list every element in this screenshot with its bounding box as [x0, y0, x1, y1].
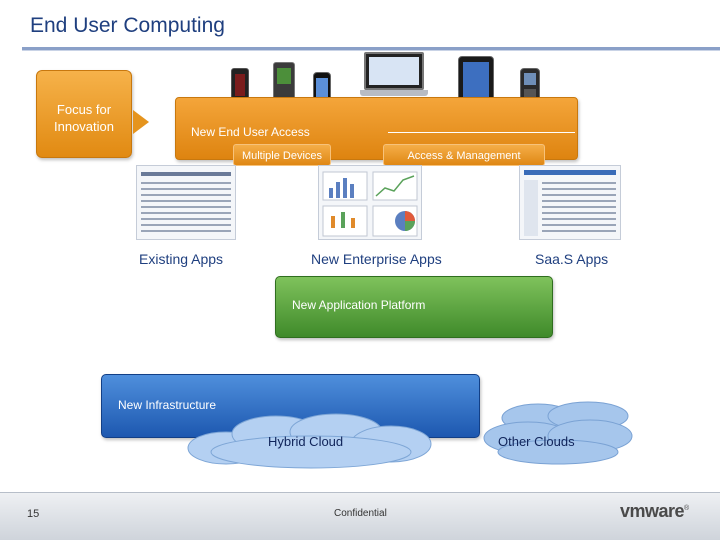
- title-divider: [22, 47, 720, 50]
- infrastructure-label: New Infrastructure: [118, 398, 217, 412]
- hybrid-cloud-icon: [187, 413, 432, 469]
- enterprise-apps-screenshot: [318, 165, 422, 240]
- focus-for-innovation-box: Focus for Innovation: [36, 70, 132, 158]
- end-user-access-label: New End User Access: [191, 125, 310, 139]
- smartphone-device-icon: [273, 62, 295, 102]
- focus-label: Focus for Innovation: [54, 102, 114, 134]
- confidential-label: Confidential: [334, 508, 387, 519]
- enterprise-apps-label: New Enterprise Apps: [311, 251, 442, 267]
- saas-apps-label: Saa.S Apps: [535, 251, 609, 267]
- vmware-logo: vmware®: [620, 501, 689, 521]
- access-divider-line: [388, 132, 575, 133]
- multiple-devices-label: Multiple Devices: [241, 150, 323, 162]
- enterprise-charts-icon: [322, 171, 418, 237]
- hybrid-cloud-label: Hybrid Cloud: [268, 434, 344, 449]
- existing-apps-screenshot: [136, 165, 236, 240]
- right-arrow-icon: [133, 110, 149, 134]
- slide-footer: [0, 492, 720, 540]
- title-divider-light: [22, 50, 720, 51]
- other-clouds-icon: [483, 401, 633, 465]
- existing-apps-label: Existing Apps: [139, 251, 224, 267]
- other-clouds-label: Other Clouds: [498, 434, 575, 449]
- access-management-label: Access & Management: [407, 150, 521, 162]
- platform-label: New Application Platform: [292, 298, 426, 312]
- tablet-device-icon: [458, 56, 494, 104]
- page-title: End User Computing: [30, 14, 225, 37]
- laptop-device-icon: [360, 52, 428, 98]
- multiple-devices-pill: Multiple Devices: [233, 144, 331, 166]
- access-management-pill: Access & Management: [383, 144, 545, 166]
- saas-apps-screenshot: [519, 165, 621, 240]
- page-number: 15: [27, 508, 40, 520]
- new-application-platform-box: New Application Platform: [275, 276, 553, 338]
